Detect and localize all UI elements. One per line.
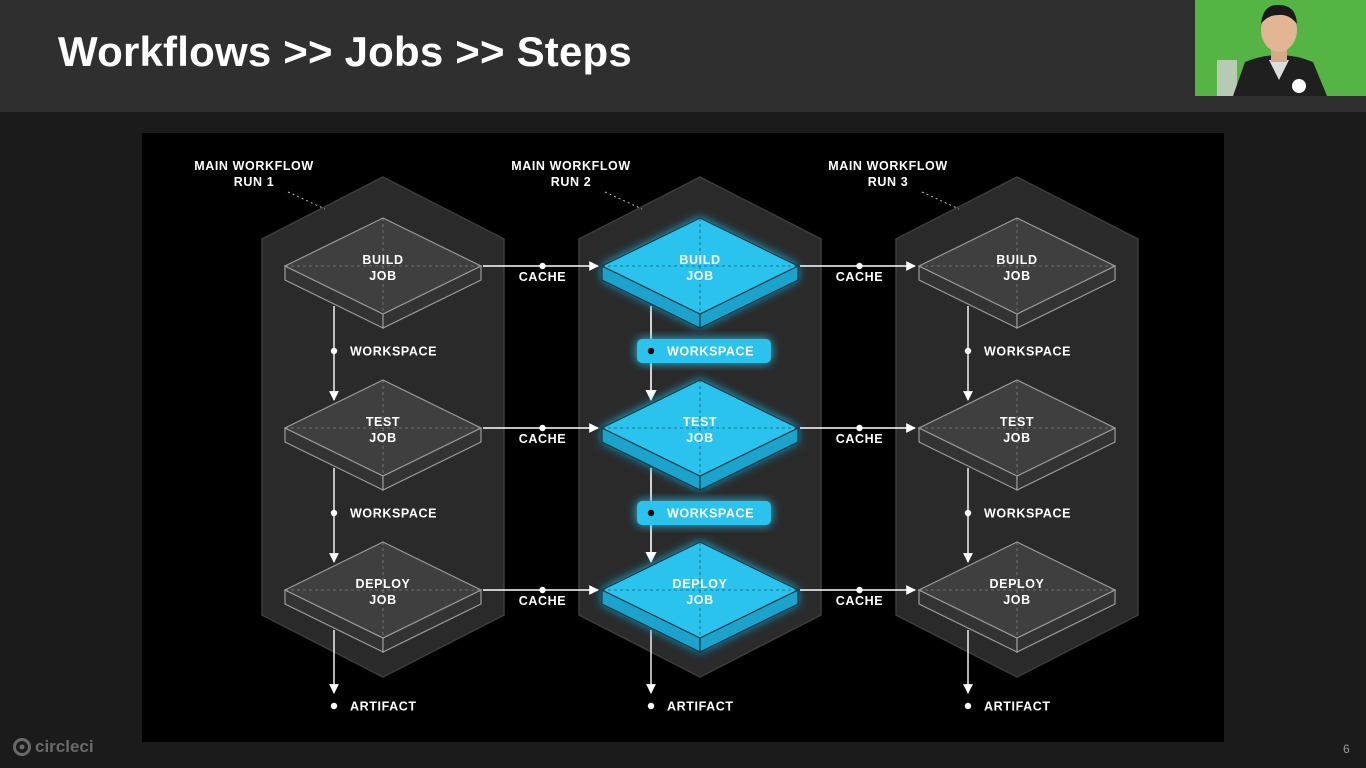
artifact-dot [647, 702, 655, 710]
cache-label: CACHE [836, 270, 883, 284]
cache-label: CACHE [519, 270, 566, 284]
artifact-label: ARTIFACT [350, 700, 417, 714]
cache-dot [539, 262, 546, 270]
job-label-line2: JOB [1003, 269, 1031, 283]
job-build [600, 217, 800, 329]
run-label-line1: MAIN WORKFLOW [511, 159, 631, 173]
workspace-badge [637, 339, 771, 363]
workspace-dot [330, 347, 338, 355]
run-label-line1: MAIN WORKFLOW [194, 159, 314, 173]
job-label-line2: JOB [686, 431, 714, 445]
workspace-dot [964, 347, 972, 355]
artifact-label: ARTIFACT [667, 700, 734, 714]
artifact-dot [330, 702, 338, 710]
run-label-leader [287, 191, 326, 210]
job-label-line1: TEST [683, 415, 717, 429]
job-label-line2: JOB [686, 593, 714, 607]
job-test [917, 379, 1117, 491]
workspace-label: WORKSPACE [984, 345, 1071, 359]
slide-title: Workflows >> Jobs >> Steps [58, 28, 632, 75]
workflow-run-3: MAIN WORKFLOW RUN 3 WORKSPACE WORKSPACE ARTI… [828, 159, 1139, 714]
run-label-leader [921, 191, 960, 210]
page-number: 6 [1343, 742, 1350, 756]
job-label-line1: DEPLOY [356, 577, 411, 591]
job-label-line1: TEST [366, 415, 400, 429]
workflow-run-1: MAIN WORKFLOW RUN 1 WORKSPACE WORKSPACE ARTI… [194, 159, 505, 714]
job-label-line1: BUILD [679, 253, 720, 267]
logo-text: circleci [35, 737, 94, 756]
job-label-line2: JOB [1003, 593, 1031, 607]
workspace-label: WORKSPACE [350, 345, 437, 359]
cache-label: CACHE [836, 432, 883, 446]
cache-label: CACHE [836, 594, 883, 608]
workspace-badge [637, 501, 771, 525]
workflow-diagram-svg: MAIN WORKFLOW RUN 1 WORKSPACE WORKSPACE ARTI… [194, 159, 1139, 714]
cache-label: CACHE [519, 432, 566, 446]
workspace-dot [964, 509, 972, 517]
run-label-line1: MAIN WORKFLOW [828, 159, 948, 173]
run-label-line2: RUN 2 [551, 175, 592, 189]
presenter-webcam [1195, 0, 1366, 96]
job-deploy [600, 541, 800, 653]
artifact-label: ARTIFACT [984, 700, 1051, 714]
run-label-line2: RUN 1 [234, 175, 275, 189]
workflow-run-2: MAIN WORKFLOW RUN 2 WORKSPACE WORKSPACE ARTI… [511, 159, 822, 714]
job-deploy [283, 541, 483, 653]
slide-header: Workflows >> Jobs >> Steps [0, 0, 1366, 112]
circleci-logo-icon [13, 738, 31, 756]
job-label-line1: TEST [1000, 415, 1034, 429]
job-label-line2: JOB [369, 431, 397, 445]
cache-dot [856, 424, 863, 432]
workspace-label: WORKSPACE [350, 507, 437, 521]
job-label-line2: JOB [1003, 431, 1031, 445]
job-label-line2: JOB [686, 269, 714, 283]
job-label-line1: DEPLOY [990, 577, 1045, 591]
workspace-dot [330, 509, 338, 517]
job-test [600, 379, 800, 491]
job-label-line2: JOB [369, 269, 397, 283]
circleci-logo: circleci [13, 736, 94, 758]
cache-dot [856, 586, 863, 594]
job-test [283, 379, 483, 491]
job-build [283, 217, 483, 329]
cache-dot [856, 262, 863, 270]
cache-dot [539, 424, 546, 432]
workspace-dot [647, 347, 655, 355]
workspace-dot [647, 509, 655, 517]
artifact-dot [964, 702, 972, 710]
job-label-line1: BUILD [996, 253, 1037, 267]
cache-dot [539, 586, 546, 594]
workspace-label: WORKSPACE [667, 345, 754, 359]
job-label-line1: DEPLOY [673, 577, 728, 591]
job-build [917, 217, 1117, 329]
job-label-line1: BUILD [362, 253, 403, 267]
workspace-label: WORKSPACE [667, 507, 754, 521]
run-label-line2: RUN 3 [868, 175, 909, 189]
cache-label: CACHE [519, 594, 566, 608]
workspace-label: WORKSPACE [984, 507, 1071, 521]
job-deploy [917, 541, 1117, 653]
job-label-line2: JOB [369, 593, 397, 607]
workflow-diagram: MAIN WORKFLOW RUN 1 WORKSPACE WORKSPACE ARTI… [142, 133, 1224, 742]
run-label-leader [604, 191, 643, 210]
